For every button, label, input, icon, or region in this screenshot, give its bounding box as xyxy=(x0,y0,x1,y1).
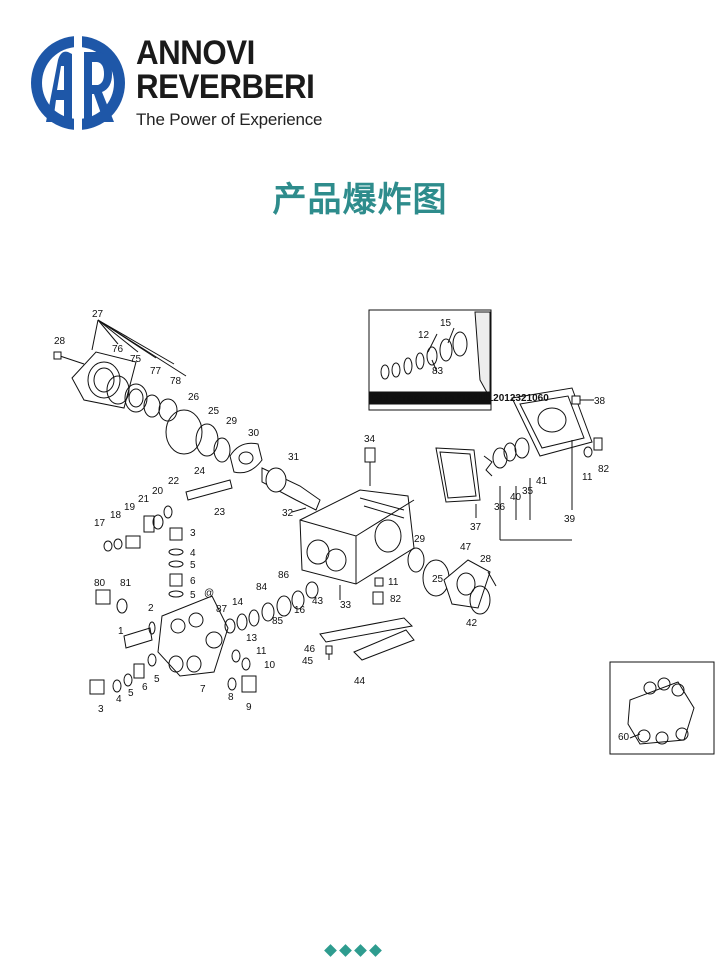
callout: 10 xyxy=(264,660,276,671)
callout: 82 xyxy=(390,594,402,605)
pager-dot xyxy=(324,944,337,957)
callout: 27 xyxy=(92,309,104,320)
callout: 4 xyxy=(116,694,122,705)
callout: 45 xyxy=(302,656,314,667)
callout: 85 xyxy=(272,616,284,627)
callout: 24 xyxy=(194,466,206,477)
callout: 75 xyxy=(130,354,142,365)
old-version-inset xyxy=(368,309,492,411)
pager-dot xyxy=(339,944,352,957)
callout: @ xyxy=(204,588,214,599)
callout: 4 xyxy=(190,548,196,559)
callout: 46 xyxy=(304,644,316,655)
brand-logo: ANNOVI REVERBERI The Power of Experience xyxy=(28,30,328,140)
callout: 33 xyxy=(340,600,352,611)
callout: 6 xyxy=(142,682,148,693)
pager-dot xyxy=(369,944,382,957)
callout: 14 xyxy=(232,597,244,608)
manifold-inset xyxy=(609,661,715,755)
callout: 7 xyxy=(200,684,206,695)
callout: 39 xyxy=(564,514,576,525)
callout: 21 xyxy=(138,494,150,505)
callout: 60 xyxy=(618,732,630,743)
callout: 34 xyxy=(364,434,376,445)
brand-tagline: The Power of Experience xyxy=(136,110,323,129)
callout: 84 xyxy=(256,582,268,593)
callout: 23 xyxy=(214,507,226,518)
callout: 81 xyxy=(120,578,132,589)
callout: 5 xyxy=(154,674,160,685)
callout: 11 xyxy=(256,646,267,657)
callout-labels: 27 28 76 75 77 78 26 25 29 30 24 31 32 2… xyxy=(54,309,630,743)
callout: 29 xyxy=(226,416,238,427)
inset-note: Old version up to *1941112012321060 xyxy=(372,393,549,404)
callout: 82 xyxy=(598,464,610,475)
callout: 42 xyxy=(466,618,478,629)
callout: 76 xyxy=(112,344,124,355)
callout: 32 xyxy=(282,508,294,519)
inset-callout: 15 xyxy=(440,318,452,329)
callout: 47 xyxy=(460,542,472,553)
callout: 78 xyxy=(170,376,182,387)
callout: 87 xyxy=(216,604,228,615)
callout: 5 xyxy=(190,560,196,571)
page-indicator xyxy=(324,944,382,957)
callout: 43 xyxy=(312,596,324,607)
callout: 38 xyxy=(594,396,606,407)
callout: 18 xyxy=(110,510,122,521)
callout: 30 xyxy=(248,428,260,439)
callout: 31 xyxy=(288,452,300,463)
callout: 25 xyxy=(208,406,220,417)
callout: 80 xyxy=(94,578,106,589)
callout: 26 xyxy=(188,392,200,403)
callout: 20 xyxy=(152,486,164,497)
callout: 28 xyxy=(54,336,66,347)
callout: 22 xyxy=(168,476,180,487)
callout: 5 xyxy=(128,688,134,699)
inset-callout: 12 xyxy=(418,330,430,341)
callout: 29 xyxy=(414,534,426,545)
callout: 40 xyxy=(510,492,522,503)
callout: 28 xyxy=(480,554,492,565)
callout: 2 xyxy=(148,603,154,614)
callout: 11 xyxy=(582,472,593,483)
brand-line1: ANNOVI xyxy=(136,34,255,72)
callout: 6 xyxy=(190,576,196,587)
callout: 16 xyxy=(294,605,306,616)
callout: 3 xyxy=(98,704,104,715)
callout: 19 xyxy=(124,502,136,513)
brand-name: ANNOVI REVERBERI The Power of Experience xyxy=(136,36,330,130)
callout: 86 xyxy=(278,570,290,581)
callout: 1 xyxy=(118,626,124,637)
inset-callout: 83 xyxy=(432,366,444,377)
callout: 44 xyxy=(354,676,366,687)
callout: 8 xyxy=(228,692,234,703)
callout: 9 xyxy=(246,702,252,713)
callout: 3 xyxy=(190,528,196,539)
callout: 11 xyxy=(388,577,399,588)
callout: 5 xyxy=(190,590,196,601)
callout: 77 xyxy=(150,366,162,377)
callout: 35 xyxy=(522,486,534,497)
callout: 17 xyxy=(94,518,106,529)
ar-logo-icon xyxy=(31,36,125,130)
callout: 36 xyxy=(494,502,506,513)
pager-dot xyxy=(354,944,367,957)
brand-line2: REVERBERI xyxy=(136,68,315,106)
callout: 25 xyxy=(432,574,444,585)
callout: 37 xyxy=(470,522,482,533)
page-title: 产品爆炸图 xyxy=(272,180,448,220)
callout: 13 xyxy=(246,633,258,644)
callout: 41 xyxy=(536,476,548,487)
